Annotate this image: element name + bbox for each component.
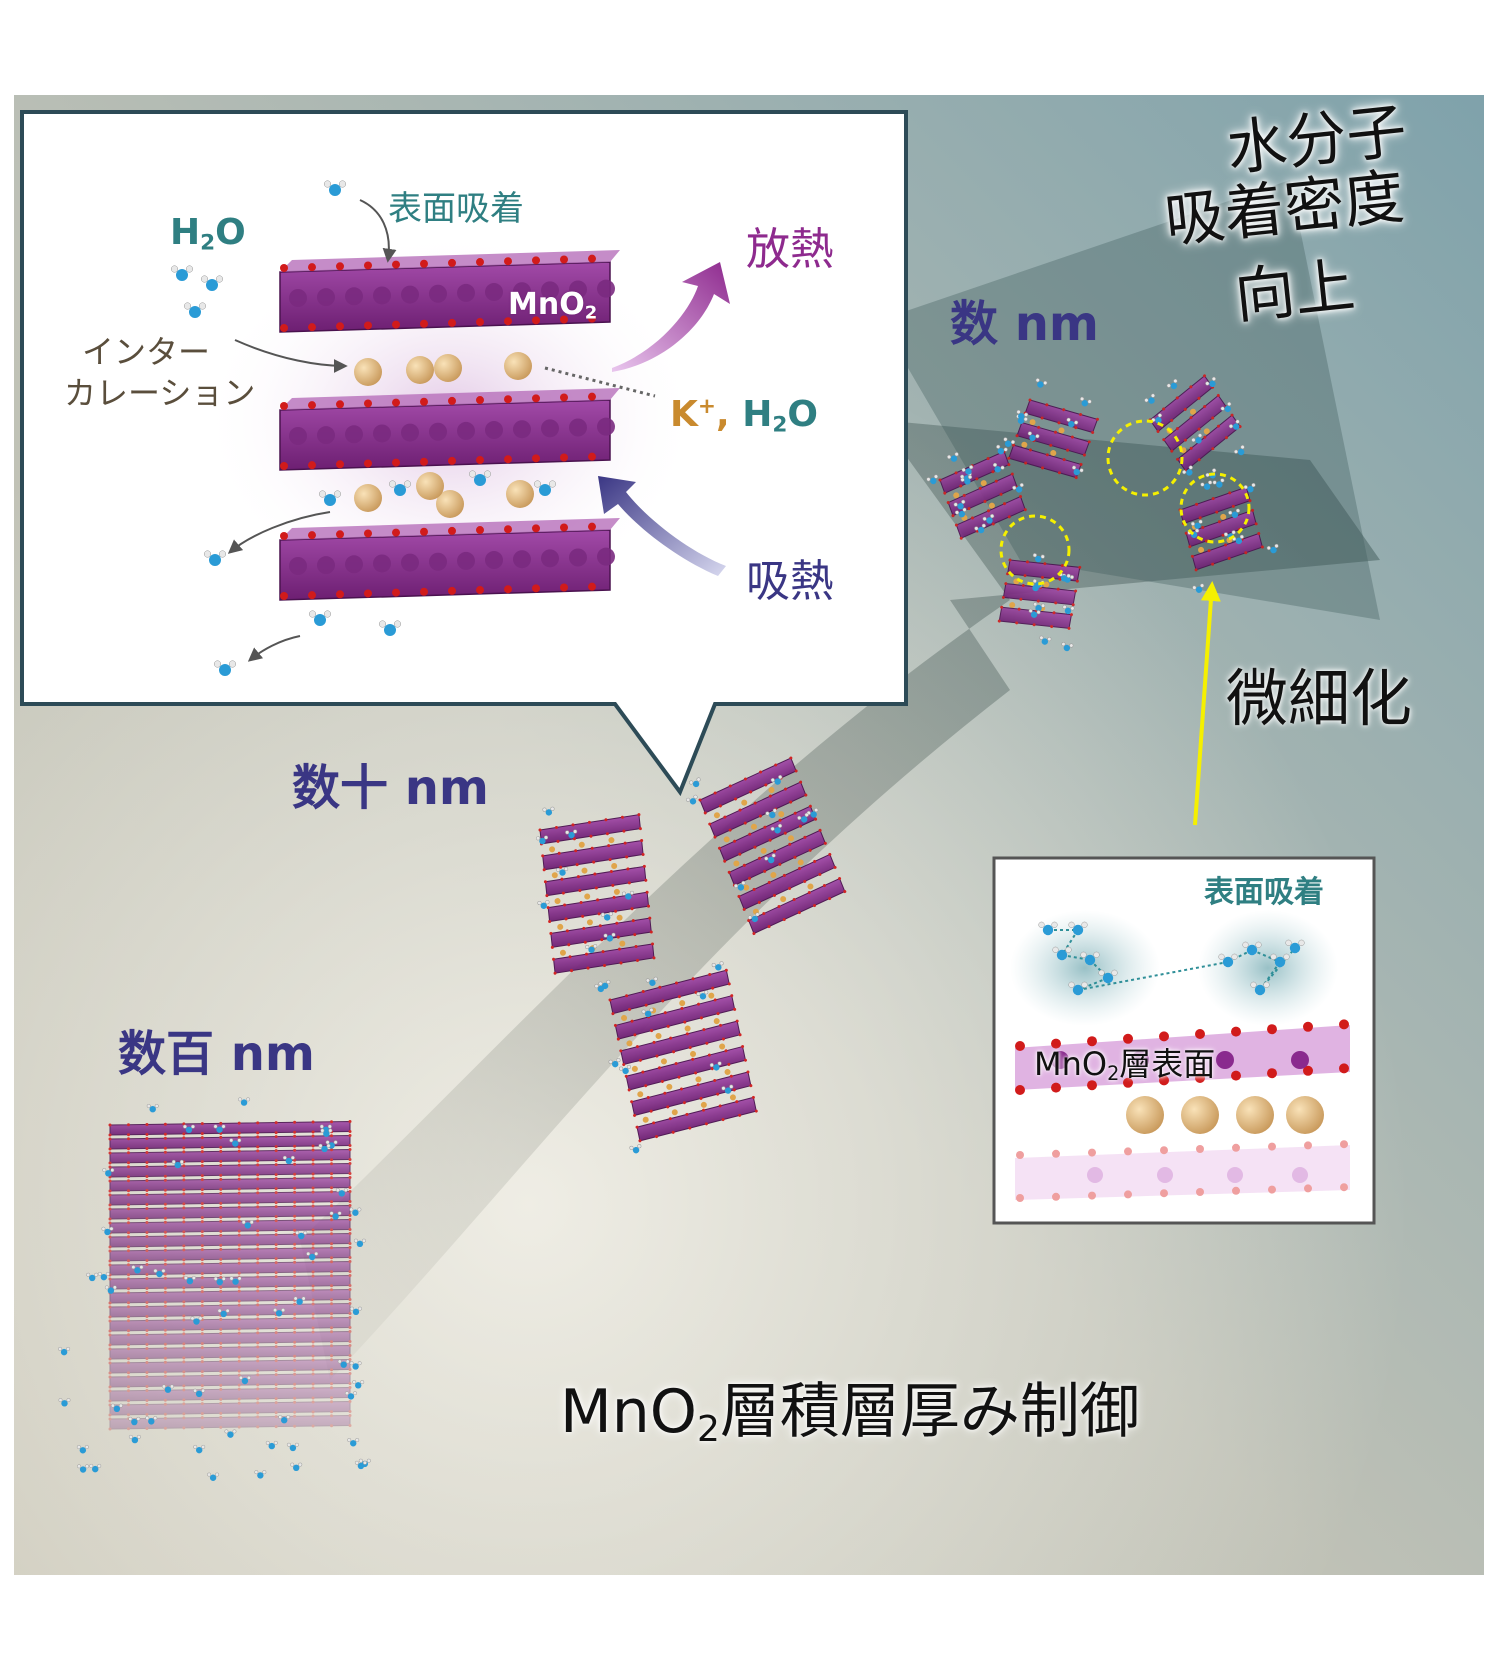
label-mno2-inset: MnO2 — [508, 290, 597, 323]
label-intercalation-line1: インター — [82, 336, 210, 368]
k-ion — [354, 484, 382, 512]
k-ion — [406, 356, 434, 384]
label-density-line3: 向上 — [1232, 255, 1358, 327]
label-few-nm: 数 nm — [950, 300, 1099, 348]
k-ion — [416, 472, 444, 500]
k-ion — [1181, 1096, 1219, 1134]
label-surface-adsorption-top: 表面吸着 — [388, 192, 524, 226]
label-surface-adsorption-small: 表面吸着 — [1204, 878, 1324, 908]
bottom-caption: MnO2層積層厚み制御 — [560, 1382, 1140, 1448]
k-ion — [1236, 1096, 1274, 1134]
label-hundreds-nm: 数百 nm — [118, 1030, 315, 1078]
inset-mno2-layer — [280, 518, 620, 600]
label-heat-release: 放熱 — [746, 228, 834, 272]
k-ion — [434, 354, 462, 382]
k-ion — [354, 358, 382, 386]
label-k-plus-h2o: K+, H2O — [670, 396, 818, 436]
label-refinement: 微細化 — [1226, 668, 1412, 730]
label-tens-nm: 数十 nm — [292, 764, 489, 812]
label-h2o-top: H2O — [170, 215, 246, 254]
k-ion — [504, 352, 532, 380]
k-ion — [1286, 1096, 1324, 1134]
k-ion — [506, 480, 534, 508]
label-mno2-layer-surface: MnO2層表面 — [1034, 1048, 1215, 1083]
label-intercalation-line2: カレーション — [64, 377, 255, 409]
k-ion — [1126, 1096, 1164, 1134]
label-heat-absorb: 吸熱 — [746, 560, 834, 604]
inset-mno2-layer — [280, 388, 620, 470]
surface-inset — [994, 858, 1374, 1223]
